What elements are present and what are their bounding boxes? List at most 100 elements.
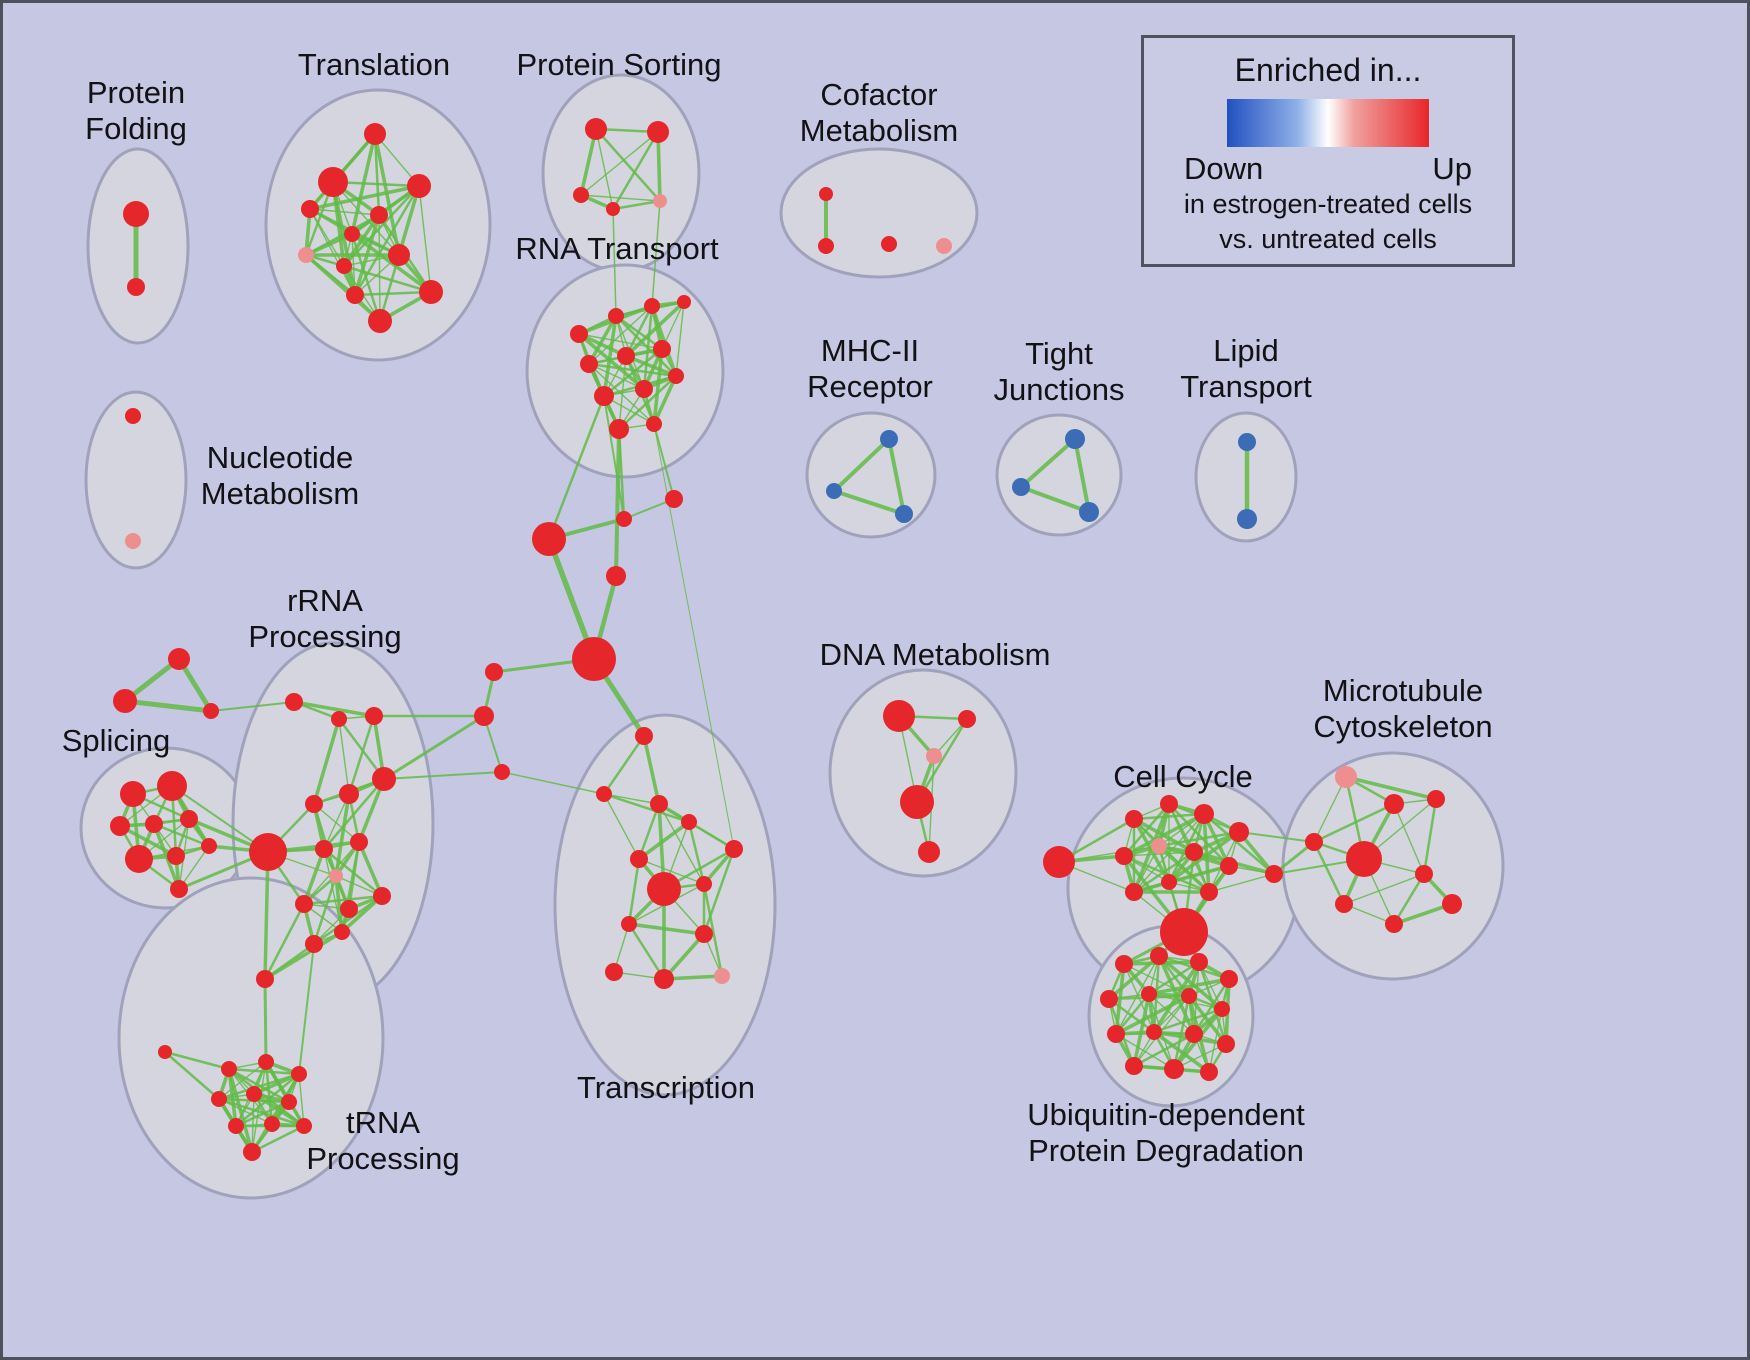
network-node[interactable] (646, 416, 662, 432)
network-node[interactable] (695, 925, 713, 943)
network-node[interactable] (1265, 865, 1283, 883)
network-node[interactable] (249, 833, 287, 871)
network-node[interactable] (329, 869, 343, 883)
network-node[interactable] (125, 845, 153, 873)
network-node[interactable] (167, 847, 185, 865)
network-node[interactable] (605, 963, 623, 981)
network-node[interactable] (1442, 894, 1462, 914)
network-node[interactable] (1185, 1025, 1203, 1043)
network-node[interactable] (1164, 1059, 1184, 1079)
network-node[interactable] (635, 380, 653, 398)
network-node[interactable] (221, 1061, 237, 1077)
network-node[interactable] (606, 566, 626, 586)
network-node[interactable] (1065, 429, 1085, 449)
network-node[interactable] (1043, 846, 1075, 878)
network-node[interactable] (373, 887, 391, 905)
network-node[interactable] (158, 1045, 172, 1059)
network-node[interactable] (596, 786, 612, 802)
network-node[interactable] (653, 194, 667, 208)
network-node[interactable] (365, 707, 383, 725)
network-node[interactable] (298, 247, 314, 263)
network-node[interactable] (818, 238, 834, 254)
network-node[interactable] (1141, 986, 1157, 1002)
network-node[interactable] (228, 1118, 244, 1134)
network-node[interactable] (157, 771, 187, 801)
network-node[interactable] (340, 900, 358, 918)
network-node[interactable] (125, 533, 141, 549)
network-node[interactable] (243, 1143, 261, 1161)
network-node[interactable] (608, 308, 624, 324)
network-node[interactable] (1427, 790, 1445, 808)
network-node[interactable] (677, 295, 691, 309)
network-node[interactable] (203, 703, 219, 719)
network-node[interactable] (336, 258, 352, 274)
network-node[interactable] (647, 872, 681, 906)
network-node[interactable] (318, 167, 348, 197)
network-node[interactable] (246, 1086, 262, 1102)
network-node[interactable] (339, 784, 359, 804)
network-node[interactable] (1346, 841, 1382, 877)
network-node[interactable] (1125, 1057, 1143, 1075)
network-node[interactable] (621, 916, 637, 932)
network-node[interactable] (532, 522, 566, 556)
network-node[interactable] (1415, 865, 1433, 883)
network-node[interactable] (1220, 970, 1238, 988)
network-node[interactable] (644, 298, 660, 314)
network-node[interactable] (334, 924, 350, 940)
network-node[interactable] (653, 340, 671, 358)
network-node[interactable] (1238, 433, 1256, 451)
network-node[interactable] (1181, 988, 1197, 1004)
network-node[interactable] (714, 968, 730, 984)
network-node[interactable] (370, 206, 388, 224)
network-node[interactable] (1200, 1063, 1218, 1081)
network-node[interactable] (168, 648, 190, 670)
network-node[interactable] (819, 187, 833, 201)
network-node[interactable] (170, 880, 188, 898)
network-node[interactable] (364, 123, 386, 145)
network-node[interactable] (281, 1094, 297, 1110)
network-node[interactable] (609, 419, 629, 439)
network-node[interactable] (113, 689, 137, 713)
network-node[interactable] (616, 511, 632, 527)
network-node[interactable] (650, 795, 668, 813)
network-node[interactable] (1214, 1001, 1230, 1017)
network-node[interactable] (350, 833, 368, 851)
network-node[interactable] (1229, 822, 1249, 842)
network-node[interactable] (419, 280, 443, 304)
network-node[interactable] (1115, 847, 1133, 865)
network-node[interactable] (1220, 857, 1238, 875)
network-node[interactable] (572, 637, 616, 681)
network-node[interactable] (145, 815, 163, 833)
network-node[interactable] (1194, 804, 1214, 824)
network-node[interactable] (123, 201, 149, 227)
network-node[interactable] (1115, 955, 1133, 973)
network-node[interactable] (1160, 908, 1208, 956)
network-node[interactable] (1335, 766, 1357, 788)
network-node[interactable] (1012, 478, 1030, 496)
network-node[interactable] (580, 355, 598, 373)
network-node[interactable] (696, 876, 712, 892)
network-node[interactable] (654, 969, 674, 989)
network-node[interactable] (1185, 843, 1203, 861)
network-node[interactable] (1335, 895, 1353, 913)
network-node[interactable] (296, 1118, 312, 1134)
network-node[interactable] (256, 970, 274, 988)
network-node[interactable] (494, 764, 510, 780)
network-node[interactable] (1200, 883, 1218, 901)
network-node[interactable] (264, 1116, 280, 1132)
network-node[interactable] (1237, 509, 1257, 529)
network-node[interactable] (1146, 1024, 1162, 1040)
network-node[interactable] (1161, 874, 1177, 890)
network-node[interactable] (485, 663, 503, 681)
network-node[interactable] (1125, 810, 1143, 828)
network-node[interactable] (880, 430, 898, 448)
network-node[interactable] (585, 118, 607, 140)
network-node[interactable] (573, 187, 589, 203)
network-node[interactable] (305, 935, 323, 953)
network-node[interactable] (1217, 1035, 1235, 1053)
network-node[interactable] (725, 840, 743, 858)
network-node[interactable] (127, 278, 145, 296)
network-node[interactable] (295, 895, 313, 913)
network-node[interactable] (617, 347, 635, 365)
network-node[interactable] (120, 781, 146, 807)
